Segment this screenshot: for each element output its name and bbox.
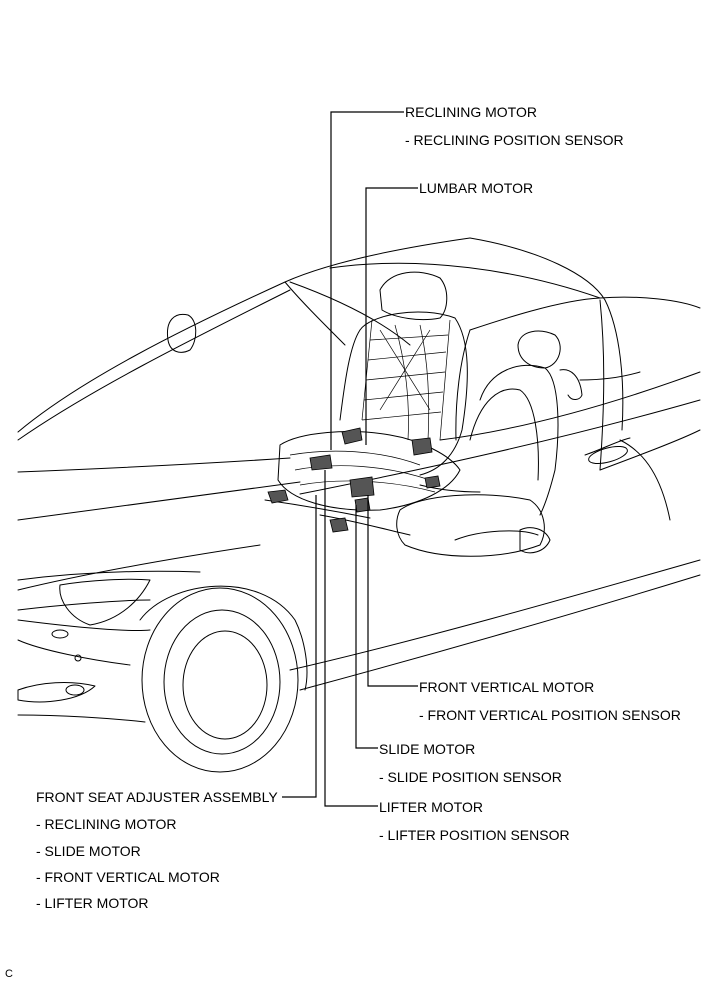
label-front-seat-adjuster-assembly: FRONT SEAT ADJUSTER ASSEMBLY <box>36 789 278 805</box>
label-reclining-motor: RECLINING MOTOR <box>405 104 537 120</box>
assembly-item-front-vertical-motor: - FRONT VERTICAL MOTOR <box>36 869 220 885</box>
driver-seat-frame <box>264 271 481 536</box>
assembly-item-slide-motor: - SLIDE MOTOR <box>36 843 141 859</box>
label-lifter-position-sensor: - LIFTER POSITION SENSOR <box>379 827 570 843</box>
corner-mark: C <box>5 968 13 980</box>
label-front-vertical-motor: FRONT VERTICAL MOTOR <box>419 679 595 695</box>
assembly-item-lifter-motor: - LIFTER MOTOR <box>36 895 149 911</box>
leader-lines <box>282 111 418 807</box>
label-reclining-position-sensor: - RECLINING POSITION SENSOR <box>405 132 624 148</box>
label-lumbar-motor: LUMBAR MOTOR <box>419 180 534 196</box>
label-front-vertical-position-sensor: - FRONT VERTICAL POSITION SENSOR <box>419 707 681 723</box>
label-slide-motor: SLIDE MOTOR <box>379 741 476 757</box>
assembly-item-reclining-motor: - RECLINING MOTOR <box>36 816 177 832</box>
label-lifter-motor: LIFTER MOTOR <box>379 799 483 815</box>
label-slide-position-sensor: - SLIDE POSITION SENSOR <box>379 769 562 785</box>
